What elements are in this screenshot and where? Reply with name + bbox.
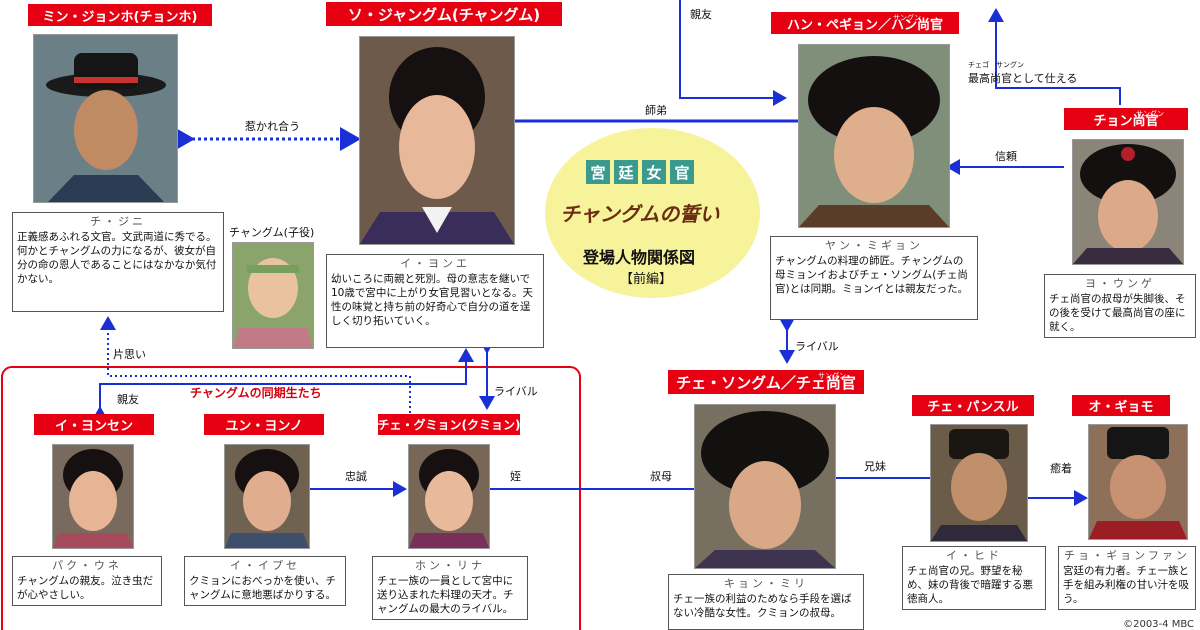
- title-tile: 廷: [614, 160, 638, 184]
- label-trust: 信頼: [995, 150, 1017, 163]
- title-tile: 官: [670, 160, 694, 184]
- label-rival: ライバル: [494, 385, 538, 398]
- portrait-child: [232, 242, 314, 349]
- desc-geumyeong: ホン・リナチェ一族の一員として宮中に送り込まれた料理の天才。チャングムの最大のラ…: [372, 556, 528, 620]
- name-bar-janggeum: ソ・ジャングム(チャングム): [326, 2, 562, 26]
- desc-han: ヤン・ミギョンチャングムの料理の師匠。チャングムの母ミョンイおよびチェ・ソングム…: [770, 236, 978, 320]
- label-aunt: 叔母: [650, 470, 672, 483]
- name-bar-han: サングンハン・ペギョン／ハン尚官: [771, 12, 959, 34]
- name-bar-choi: サングンチェ・ソングム／チェ尚官: [668, 370, 864, 394]
- portrait-jeong: [1072, 139, 1184, 265]
- desc-jeong: ヨ・ウンゲチェ尚官の叔母が失脚後、その後を受けて最高尚官の座に就く。: [1044, 274, 1196, 338]
- portrait-janggeum: [359, 36, 515, 245]
- desc-yeongno: イ・イプセクミョンにおべっかを使い、チャングムに意地悪ばかりする。: [184, 556, 346, 606]
- name-bar-geumyeong: チェ・グミョン(クミョン): [378, 414, 521, 435]
- desc-panseul: イ・ヒドチェ尚官の兄。野望を秘め、妹の背後で暗躍する悪徳商人。: [902, 546, 1046, 610]
- label-friend-top: 親友: [690, 8, 712, 21]
- name-bar-jangho: ミン・ジョンホ(チョンホ): [28, 4, 212, 26]
- portrait-ogyeomo: [1088, 424, 1188, 540]
- title-part: 【前編】: [620, 272, 673, 287]
- label-top-server: 最高尚官として仕える: [968, 72, 1078, 85]
- portrait-yeonsaeng: [52, 444, 134, 549]
- link-friend-top: [679, 0, 787, 106]
- desc-janggeum: イ・ヨンエ幼いころに両親と死別。母の意志を継いで10歳で宮中に上がり女官見習いと…: [326, 254, 544, 348]
- name-bar-jeong: サングンチョン尚官: [1064, 108, 1188, 130]
- title-tile: 宮: [586, 160, 610, 184]
- desc-choi: キョン・ミリチェ一族の利益のためなら手段を選ばない冷酷な女性。クミョンの叔母。: [668, 574, 864, 630]
- copyright: ©2003-4 MBC: [1123, 619, 1194, 630]
- title-tile: 女: [642, 160, 666, 184]
- portrait-geumyeong: [408, 444, 490, 549]
- title-circle: [545, 128, 760, 298]
- label-child: チャングム(子役): [229, 226, 315, 239]
- label-rival-han-choi: ライバル: [795, 340, 839, 353]
- portrait-han: [798, 44, 950, 228]
- label-collusion: 癒着: [1050, 462, 1072, 475]
- label-peer-group: チャングムの同期生たち: [190, 386, 322, 400]
- label-loyalty: 忠誠: [345, 470, 367, 483]
- title-logo: チャングムの誓い: [560, 202, 720, 226]
- link-friend: [92, 348, 474, 420]
- portrait-panseul: [930, 424, 1028, 542]
- name-bar-yeonsaeng: イ・ヨンセン: [34, 414, 154, 435]
- label-attracted: 惹かれ合う: [245, 120, 300, 133]
- desc-ogyeomo: チョ・ギョンファン宮廷の有力者。チェ一族と手を組み利権の甘い汁を吸う。: [1058, 546, 1196, 610]
- label-siblings: 兄妹: [864, 460, 886, 473]
- name-bar-panseul: チェ・パンスル: [912, 395, 1034, 416]
- portrait-yeongno: [224, 444, 310, 549]
- label-disciple: 師弟: [645, 104, 667, 117]
- link-top-server: [988, 8, 1121, 105]
- portrait-jangho: [33, 34, 178, 203]
- desc-jangho: チ・ジニ正義感あふれる文官。文武両道に秀でる。何かとチャングムの力になるが、彼女…: [12, 212, 224, 312]
- label-top-server-ruby: チェゴ サングン: [968, 61, 1024, 69]
- label-niece: 姪: [510, 470, 521, 483]
- label-friend: 親友: [117, 393, 139, 406]
- portrait-choi: [694, 404, 836, 569]
- name-bar-ogyeomo: オ・ギョモ: [1072, 395, 1170, 416]
- label-unrequited: 片思い: [113, 348, 146, 361]
- title-subtitle: 登場人物関係図: [583, 248, 696, 267]
- desc-yeonsaeng: パク・ウネチャングムの親友。泣き虫だが心やさしい。: [12, 556, 162, 606]
- name-bar-yeongno: ユン・ヨンノ: [204, 414, 324, 435]
